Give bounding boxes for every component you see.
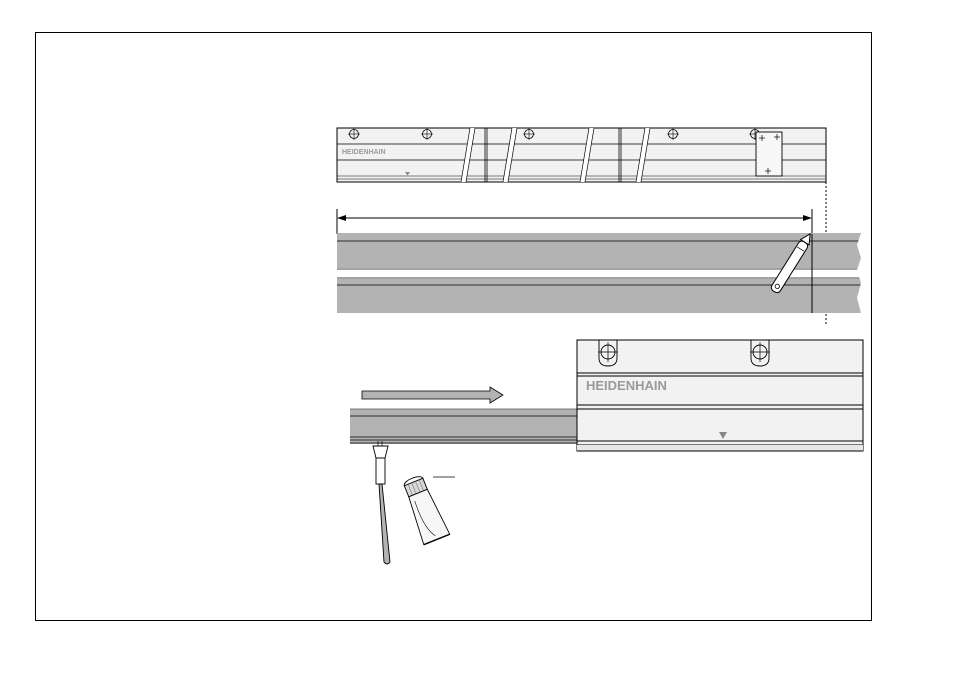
brush-icon bbox=[372, 441, 391, 565]
mounting-hole-icon bbox=[421, 128, 433, 140]
mounting-hole-icon bbox=[598, 340, 618, 367]
scale-tape bbox=[337, 233, 861, 313]
break-mark bbox=[635, 127, 651, 183]
reference-mark-icon bbox=[719, 432, 727, 439]
scale-tape-insert bbox=[350, 408, 577, 444]
mounting-hole-icon bbox=[523, 128, 535, 140]
insertion-arrow bbox=[361, 386, 504, 404]
marking-pen-icon bbox=[770, 232, 811, 294]
adhesive-tube-icon bbox=[403, 476, 455, 546]
mounting-hole-icon bbox=[750, 340, 770, 367]
housing-end-section: HEIDENHAIN bbox=[576, 339, 864, 452]
brand-label-small: HEIDENHAIN bbox=[342, 149, 386, 156]
measurement-dimension bbox=[336, 209, 813, 234]
page-frame bbox=[35, 32, 872, 621]
mounting-hole-icon bbox=[348, 128, 360, 140]
mounting-bracket bbox=[755, 131, 783, 177]
mounting-hole-icon bbox=[667, 128, 679, 140]
break-mark bbox=[502, 127, 518, 183]
reference-mark-icon bbox=[405, 172, 410, 176]
break-mark bbox=[579, 127, 595, 183]
break-mark bbox=[460, 127, 476, 183]
scale-housing-assembly: HEIDENHAIN bbox=[336, 127, 827, 324]
brand-label-large: HEIDENHAIN bbox=[586, 378, 667, 393]
